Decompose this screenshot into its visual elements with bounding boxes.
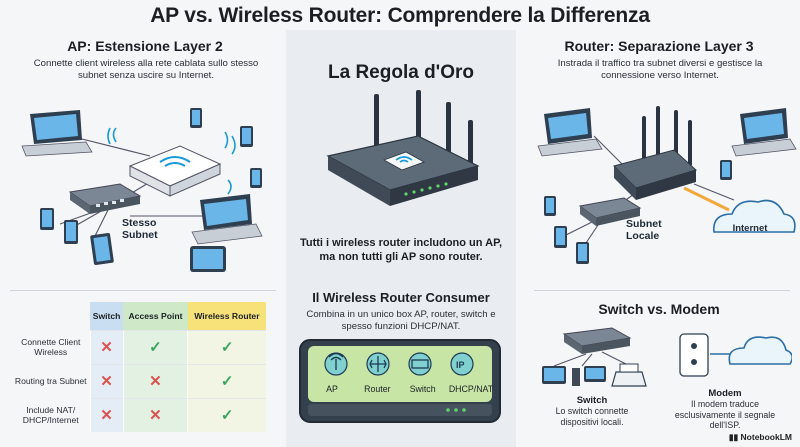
check-icon: ✓ [122, 329, 188, 364]
tablet-bottom-icon [190, 246, 226, 272]
wireless-router-illustration [326, 90, 480, 206]
page-title: AP vs. Wireless Router: Comprendere la D… [150, 4, 650, 27]
switch-ports-icon [408, 352, 432, 376]
consumer-router-heading: Il Wireless Router Consumer [312, 290, 490, 305]
laptop-icon [537, 108, 603, 157]
right-divider [534, 290, 790, 291]
check-icon: ✓ [187, 397, 266, 432]
local-subnet-label: Subnet Locale [626, 218, 662, 242]
internet-label: Internet [732, 223, 768, 234]
laptop-right-icon [731, 108, 797, 157]
cross-icon: ✕ [122, 363, 188, 398]
computer-icons [542, 363, 647, 387]
logo-text: NotebookLM [740, 432, 792, 442]
router-box-illustration: IP [299, 339, 501, 423]
table-row: Connette Client Wireless ✕ ✓ ✓ [12, 329, 266, 364]
table-row: Include NAT/ DHCP/Internet ✕ ✕ ✓ [12, 397, 266, 432]
switch-vs-modem-heading: Switch vs. Modem [598, 301, 720, 317]
laptop-icon [21, 110, 93, 157]
golden-rule-text: Tutti i wireless router includono un AP,… [299, 237, 503, 263]
ap-network-illustration [21, 108, 263, 272]
wall-socket-icon [679, 333, 709, 377]
ap-description: Connette client wireless alla rete cabla… [33, 58, 259, 81]
consumer-router-text: Combina in un unico box AP, router, swit… [306, 309, 496, 332]
ip-tag-icon [450, 352, 474, 376]
comparison-table: Switch Access Point Wireless Router Conn… [12, 302, 266, 432]
function-label-switch: Switch [409, 384, 436, 394]
left-divider [10, 290, 276, 291]
modem-caption: Modem Il modem traduce esclusivamente il… [664, 388, 786, 431]
ap-heading: AP: Estensione Layer 2 [67, 38, 223, 54]
router-network-illustration [537, 106, 797, 264]
function-label-ap: AP [326, 384, 338, 394]
row-label: Include NAT/ DHCP/Internet [22, 405, 79, 425]
cross-icon: ✕ [122, 397, 188, 432]
table-row: Routing tra Subnet ✕ ✕ ✓ [12, 363, 266, 398]
switch-caption: Switch Lo switch connette dispositivi lo… [536, 395, 648, 427]
access-point-icon [128, 145, 222, 197]
golden-rule-heading: La Regola d'Oro [328, 62, 474, 83]
switch-modem-illustration [542, 327, 792, 387]
check-icon: ✓ [187, 363, 266, 398]
switch-icon [68, 183, 142, 214]
row-label: Connette Client Wireless [21, 337, 81, 357]
switch-icon [562, 327, 632, 354]
check-icon: ✓ [187, 329, 266, 364]
router-heading: Router: Separazione Layer 3 [564, 38, 754, 54]
router-device-icon [613, 149, 697, 200]
cloud-icon [728, 336, 792, 365]
logo-icon: ▮▮ [728, 432, 741, 442]
cross-icon: ✕ [89, 363, 124, 398]
modem-description: Il modem traduce esclusivamente il segna… [674, 399, 776, 430]
svg-text:IP: IP [456, 360, 465, 370]
row-label: Routing tra Subnet [14, 376, 87, 386]
column-header-wireless-router: Wireless Router [187, 302, 266, 330]
phone-icons [544, 160, 732, 264]
cross-icon: ✕ [89, 329, 124, 364]
function-label-router: Router [364, 384, 391, 394]
column-header-switch: Switch [90, 302, 124, 330]
same-subnet-label: Stesso Subnet [122, 217, 158, 241]
switch-icon [578, 197, 642, 226]
modem-title: Modem [708, 388, 742, 399]
phone-icons [190, 108, 262, 188]
table-corner [12, 302, 90, 330]
laptop-right-icon [191, 194, 263, 245]
function-label-dhcp-nat: DHCP/NAT [448, 384, 494, 394]
notebooklm-logo: ▮▮ NotebookLM [729, 432, 792, 443]
cross-icon: ✕ [89, 397, 124, 432]
column-header-access-point: Access Point [123, 302, 188, 330]
router-description: Instrada il traffico tra subnet diversi … [557, 58, 763, 81]
switch-title: Switch [576, 395, 608, 406]
switch-description: Lo switch connette dispositivi locali. [555, 406, 629, 427]
router-box-labels: AP Router Switch DHCP/NAT [310, 384, 496, 394]
tablet-icons [40, 208, 114, 265]
cloud-icon [713, 199, 796, 233]
